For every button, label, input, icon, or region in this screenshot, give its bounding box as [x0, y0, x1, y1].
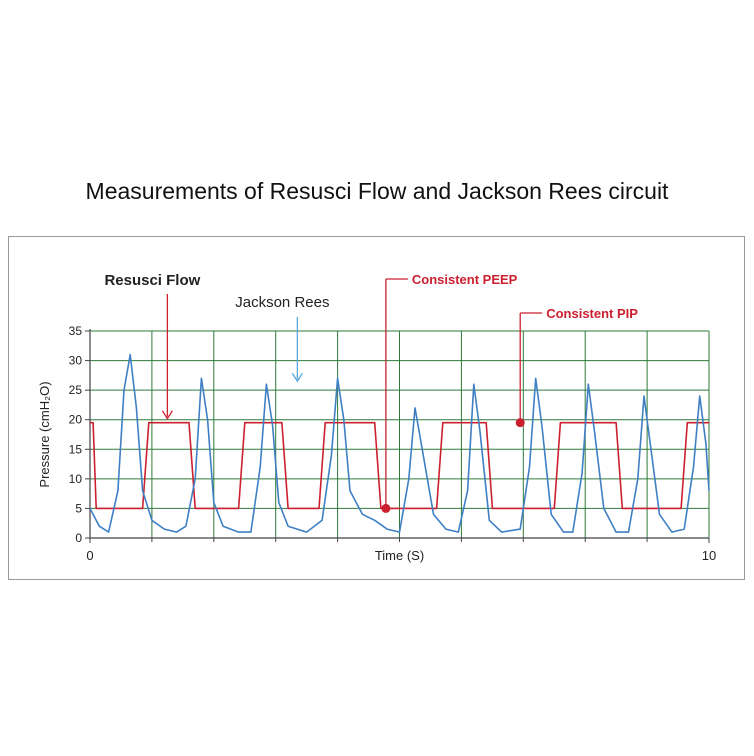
x-axis-label: Time (S)	[375, 548, 424, 563]
y-tick-label: 35	[69, 324, 83, 338]
y-tick-label: 15	[69, 442, 83, 456]
x-tick-label: 10	[702, 548, 716, 563]
y-axis-label: Pressure (cmH₂O)	[37, 381, 52, 487]
y-tick-label: 25	[69, 383, 83, 397]
annotation-arrowhead-resusci	[161, 410, 173, 420]
annotation-marker-peep	[381, 503, 391, 513]
x-tick-label: 0	[86, 548, 93, 563]
annotation-consistent-peep: Consistent PEEP	[412, 272, 518, 287]
y-tick-label: 5	[75, 501, 82, 515]
y-tick-label: 0	[75, 531, 82, 545]
y-tick-label: 20	[69, 413, 83, 427]
annotation-marker-pip	[515, 418, 525, 428]
chart-title: Measurements of Resusci Flow and Jackson…	[85, 178, 669, 204]
series-line-jackson-rees	[89, 353, 710, 533]
series-line-resusci-flow	[90, 421, 709, 510]
annotation-jackson-rees: Jackson Rees	[235, 294, 329, 311]
y-tick-label: 30	[69, 354, 83, 368]
annotation-consistent-pip: Consistent PIP	[546, 306, 638, 321]
y-tick-label: 10	[69, 472, 83, 486]
annotation-resusci-flow: Resusci Flow	[104, 272, 200, 289]
annotation-arrowhead-jackson	[291, 372, 303, 383]
